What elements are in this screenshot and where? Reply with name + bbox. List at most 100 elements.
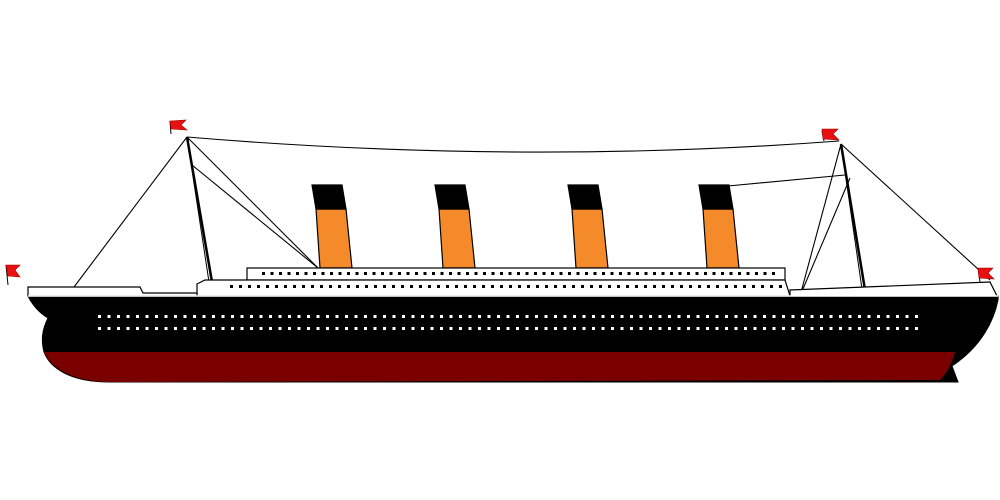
flag-stern <box>977 267 995 283</box>
deck-window <box>410 285 413 288</box>
deck-window <box>608 285 611 288</box>
porthole <box>430 315 434 318</box>
porthole <box>259 315 263 318</box>
porthole <box>867 327 871 330</box>
porthole <box>592 327 595 330</box>
porthole <box>107 327 111 330</box>
deck-window <box>446 285 449 288</box>
deck-window <box>554 285 557 288</box>
funnel-wire <box>727 174 846 187</box>
porthole <box>810 315 814 318</box>
aft-stay-front-2 <box>799 177 851 297</box>
porthole <box>459 327 462 330</box>
deck-window <box>627 272 631 275</box>
deck-window <box>287 272 291 275</box>
porthole <box>202 315 206 318</box>
porthole <box>269 327 272 330</box>
porthole <box>221 315 225 318</box>
porthole <box>297 327 301 330</box>
porthole <box>829 327 833 330</box>
porthole <box>535 327 538 330</box>
porthole <box>668 327 671 330</box>
porthole <box>753 315 757 318</box>
deck-window <box>712 272 716 275</box>
deck-window <box>534 272 537 275</box>
aft-mast-inner <box>840 143 864 297</box>
deck-window <box>423 272 427 275</box>
deck-window <box>635 285 638 288</box>
deck-window <box>374 285 377 288</box>
porthole <box>782 315 785 318</box>
deck-window <box>257 285 260 288</box>
fore-stay-back-1 <box>186 136 319 269</box>
porthole <box>183 327 187 330</box>
deck-window <box>687 272 690 275</box>
porthole <box>231 327 234 330</box>
deck-window <box>581 285 584 288</box>
porthole <box>117 315 120 318</box>
deck-window <box>284 285 287 288</box>
porthole <box>649 327 652 330</box>
flag-icon <box>5 264 21 278</box>
deck-window <box>527 285 530 288</box>
porthole <box>468 327 472 330</box>
deck-window <box>590 285 593 288</box>
porthole <box>829 315 833 318</box>
porthole <box>772 315 776 318</box>
porthole <box>354 315 358 318</box>
porthole <box>582 315 586 318</box>
porthole <box>364 315 367 318</box>
porthole <box>620 315 624 318</box>
deck-window <box>455 285 458 288</box>
porthole <box>886 315 890 318</box>
deck-window <box>599 285 602 288</box>
deck-window <box>355 272 359 275</box>
deck-window <box>551 272 554 275</box>
porthole <box>820 315 823 318</box>
deck-window <box>401 285 404 288</box>
porthole <box>506 327 510 330</box>
porthole <box>734 327 738 330</box>
porthole <box>867 315 871 318</box>
deck-window <box>678 272 682 275</box>
deck-window <box>716 285 719 288</box>
deck-window <box>763 272 767 275</box>
deck-window <box>517 272 520 275</box>
flags <box>5 119 995 286</box>
porthole <box>468 315 472 318</box>
funnel-2 <box>434 184 476 269</box>
porthole <box>687 327 690 330</box>
porthole <box>297 315 301 318</box>
porthole <box>744 327 747 330</box>
deck-window <box>704 272 707 275</box>
porthole <box>421 315 424 318</box>
porthole <box>164 327 168 330</box>
porthole <box>772 327 776 330</box>
deck-window <box>464 285 467 288</box>
porthole <box>174 315 177 318</box>
porthole <box>278 327 282 330</box>
porthole <box>411 327 415 330</box>
deck-window <box>525 272 529 275</box>
deck-window <box>661 272 665 275</box>
deck-window <box>466 272 469 275</box>
porthole <box>383 315 386 318</box>
porthole <box>687 315 690 318</box>
porthole <box>440 327 443 330</box>
porthole <box>478 327 481 330</box>
deck-window <box>626 285 629 288</box>
deck-window <box>437 285 440 288</box>
porthole <box>126 327 130 330</box>
flag-icon <box>821 128 840 141</box>
porthole <box>326 327 329 330</box>
porthole <box>801 315 804 318</box>
porthole <box>877 327 880 330</box>
flag-aft <box>821 128 840 142</box>
porthole <box>440 315 443 318</box>
deck-window <box>670 272 673 275</box>
deck-window <box>636 272 639 275</box>
porthole <box>335 327 339 330</box>
deck-window <box>239 285 242 288</box>
deck-window <box>770 285 773 288</box>
porthole <box>848 315 852 318</box>
